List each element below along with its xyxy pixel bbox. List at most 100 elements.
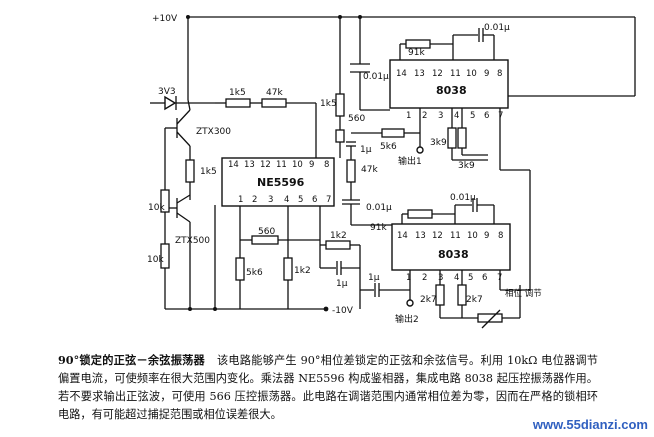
pin-label: 11	[276, 160, 287, 170]
r-1k2-a-label: 1k2	[294, 266, 311, 276]
pin-label: 3	[438, 273, 443, 283]
caption-body: 该电路能够产生 90°相位差锁定的正弦和余弦信号。利用 10kΩ 电位器调节偏置…	[58, 354, 598, 421]
pin-label: 4	[284, 195, 289, 205]
zener-diode-d1	[150, 95, 215, 111]
r-560-b-label: 560	[348, 114, 365, 124]
pin-label: 14	[397, 231, 408, 241]
pin-label: 6	[312, 195, 317, 205]
osc2-top-network	[401, 198, 495, 224]
pin-label: 1	[238, 195, 243, 205]
r-1k5-c-label: 1k5	[320, 99, 337, 109]
pin-label: 2	[422, 111, 427, 121]
pin-label: 8	[324, 160, 329, 170]
osc2-bottom-network	[406, 60, 636, 329]
transistor-q2	[176, 194, 191, 245]
output1-label: 输出1	[398, 155, 422, 167]
ic-8038-top-pin-labels: 14 13 12 11 10 9 8 1 2 3 4 5 6 7	[396, 69, 503, 121]
pin-label: 6	[484, 111, 489, 121]
ic-ne5596-pin-labels: 14 13 12 11 10 9 8 1 2 3 4 5 6 7	[228, 160, 331, 205]
resistor-1k5-b	[185, 146, 195, 200]
pin-label: 4	[454, 111, 459, 121]
pin-label: 9	[484, 69, 489, 79]
r-10k-b-label: 10k	[147, 255, 164, 265]
r-3k9-b-label: 3k9	[458, 161, 475, 171]
r-5k6-a-label: 5k6	[246, 268, 263, 278]
c-001-c-label: 0.01μ	[484, 23, 510, 33]
r-1k5-a-label: 1k5	[229, 88, 246, 98]
ic-8038-bottom-label: 8038	[438, 248, 469, 261]
pin-label: 12	[432, 69, 443, 79]
supply-neg-label: -10V	[332, 306, 354, 316]
pin-label: 5	[468, 273, 473, 283]
r-2k7-a-label: 2k7	[420, 295, 437, 305]
c-1u-a-label: 1μ	[336, 279, 348, 289]
ic-8038-top-label: 8038	[436, 84, 467, 97]
pot-phase-label: 相位 调节	[505, 288, 542, 299]
pin-label: 13	[244, 160, 255, 170]
pin-label: 7	[326, 195, 331, 205]
pin-label: 10	[466, 69, 477, 79]
c-001-d-label: 0.01μ	[450, 193, 476, 203]
r-91k-b-label: 91k	[370, 223, 387, 233]
r-2k7-b-label: 2k7	[466, 295, 483, 305]
pin-label: 7	[498, 111, 503, 121]
pin-label: 14	[228, 160, 239, 170]
pin-label: 12	[432, 231, 443, 241]
pin-label: 6	[482, 273, 487, 283]
cap-1u-c	[360, 283, 410, 297]
pin-label: 5	[298, 195, 303, 205]
mult-bottom-network	[235, 206, 361, 309]
pin-label: 5	[470, 111, 475, 121]
pin-label: 13	[415, 231, 426, 241]
pin-label: 9	[309, 160, 314, 170]
c-1u-b-label: 1μ	[360, 145, 372, 155]
pin-label: 10	[467, 231, 478, 241]
pin-label: 10	[292, 160, 303, 170]
pin-label: 11	[450, 231, 461, 241]
ic-8038-bottom	[391, 223, 511, 271]
pin-label: 2	[422, 273, 427, 283]
osc1-bottom-network	[351, 108, 501, 170]
pin-label: 1	[406, 111, 411, 121]
pot-10k-branch	[160, 128, 177, 309]
supply-rail-neg	[165, 205, 329, 312]
r-560-a-label: 560	[258, 227, 275, 237]
pin-label: 2	[252, 195, 257, 205]
pin-label: 8	[497, 69, 502, 79]
ic-8038-bottom-pin-labels: 14 13 12 11 10 9 8 1 2 3 4 5 6 7	[397, 231, 503, 283]
osc1-top-network	[399, 28, 495, 60]
middle-network	[335, 15, 392, 226]
d1-label: 3V3	[158, 87, 176, 97]
figure-caption: 90°锁定的正弦－余弦振荡器该电路能够产生 90°相位差锁定的正弦和余弦信号。利…	[58, 351, 598, 424]
caption-title: 90°锁定的正弦－余弦振荡器	[58, 353, 205, 367]
pin-label: 3	[438, 111, 443, 121]
pin-label: 12	[260, 160, 271, 170]
c-1u-c-label: 1μ	[368, 273, 380, 283]
pin-label: 9	[484, 231, 489, 241]
ic-8038-top	[389, 59, 509, 109]
supply-pos-label: +10V	[152, 14, 178, 24]
pin-label: 11	[450, 69, 461, 79]
q2-label: ZTX500	[175, 236, 210, 246]
pin-label: 14	[396, 69, 407, 79]
pin-label: 8	[498, 231, 503, 241]
pin-label: 4	[454, 273, 459, 283]
ic-ne5596-label: NE5596	[257, 176, 305, 189]
r-47k-a-label: 47k	[266, 88, 283, 98]
pin-label: 3	[268, 195, 273, 205]
r-10k-a-label: 10k	[148, 203, 165, 213]
r-47k-b-label: 47k	[361, 165, 378, 175]
ic-ne5596	[221, 157, 335, 207]
pin-label: 1	[406, 273, 411, 283]
output2-label: 输出2	[395, 313, 419, 325]
supply-rail-pos	[186, 15, 636, 60]
c-001-a-label: 0.01μ	[363, 72, 389, 82]
r-91k-a-label: 91k	[408, 48, 425, 58]
transistor-q1	[165, 40, 191, 147]
q1-label: ZTX300	[196, 127, 231, 137]
pin-label: 13	[414, 69, 425, 79]
schematic-diagram: +10V ZTX300 3V3 1k5 47k 1k5	[147, 14, 636, 329]
r-1k2-b-label: 1k2	[330, 231, 347, 241]
c-001-b-label: 0.01μ	[366, 203, 392, 213]
r-1k5-b-label: 1k5	[200, 167, 217, 177]
